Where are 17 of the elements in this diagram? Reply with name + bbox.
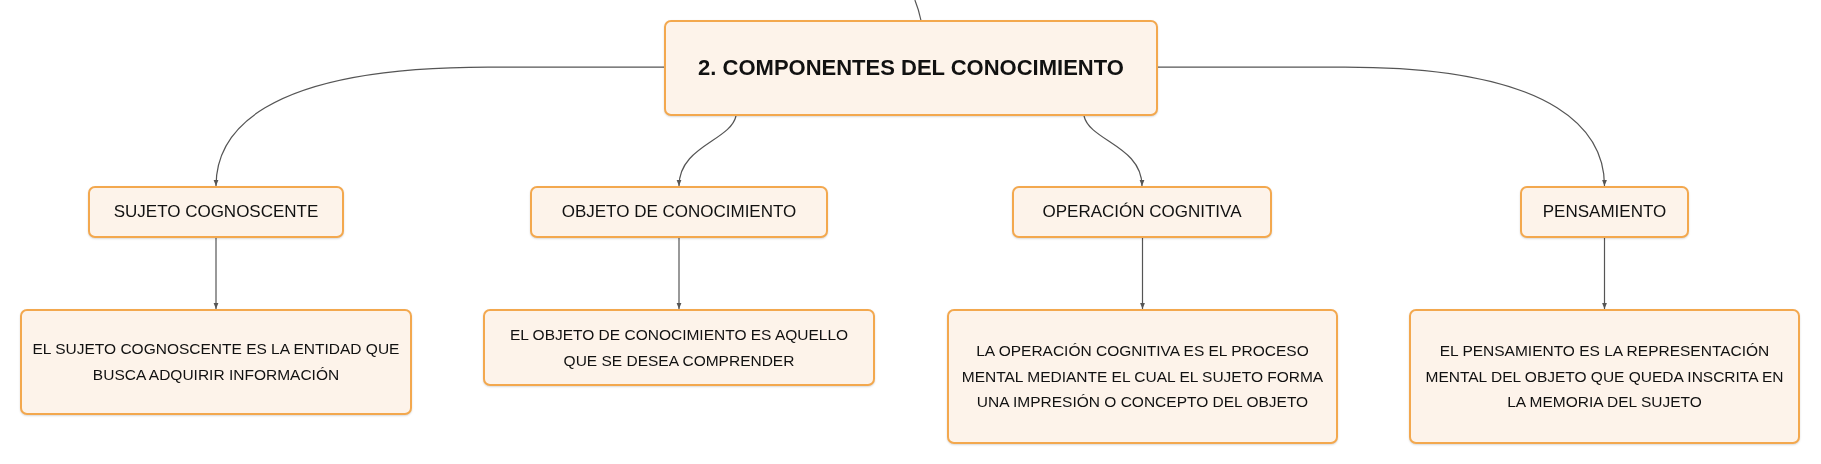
connector <box>214 66 665 187</box>
connector <box>1602 237 1607 310</box>
title-box: 2. COMPONENTES DEL CONOCIMIENTO <box>664 20 1158 116</box>
concept-box: SUJETO COGNOSCENTE <box>88 186 344 238</box>
description-box: LA OPERACIÓN COGNITIVA ES EL PROCESO MENTAL MEDIANTE EL CUAL EL SUJETO FORMA UNA IMPRESIÓN O CONCEPTO DEL OBJETO <box>947 309 1338 444</box>
connector <box>914 0 922 21</box>
concept-box: OBJETO DE CONOCIMIENTO <box>530 186 828 238</box>
description-box: EL OBJETO DE CONOCIMIENTO ES AQUELLO QUE SE DESEA COMPRENDER <box>483 309 875 386</box>
connector <box>677 115 737 187</box>
connector <box>1140 237 1145 310</box>
connector <box>676 237 682 310</box>
description-box: EL PENSAMIENTO ES LA REPRESENTACIÓN MENTAL DEL OBJETO QUE QUEDA INSCRITA EN LA MEMORIA DEL SUJETO <box>1409 309 1800 444</box>
connector <box>1083 115 1144 187</box>
concept-box: OPERACIÓN COGNITIVA <box>1012 186 1272 238</box>
description-box: EL SUJETO COGNOSCENTE ES LA ENTIDAD QUE BUSCA ADQUIRIR INFORMACIÓN <box>20 309 412 415</box>
concept-box: PENSAMIENTO <box>1520 186 1689 238</box>
connector <box>213 237 219 310</box>
